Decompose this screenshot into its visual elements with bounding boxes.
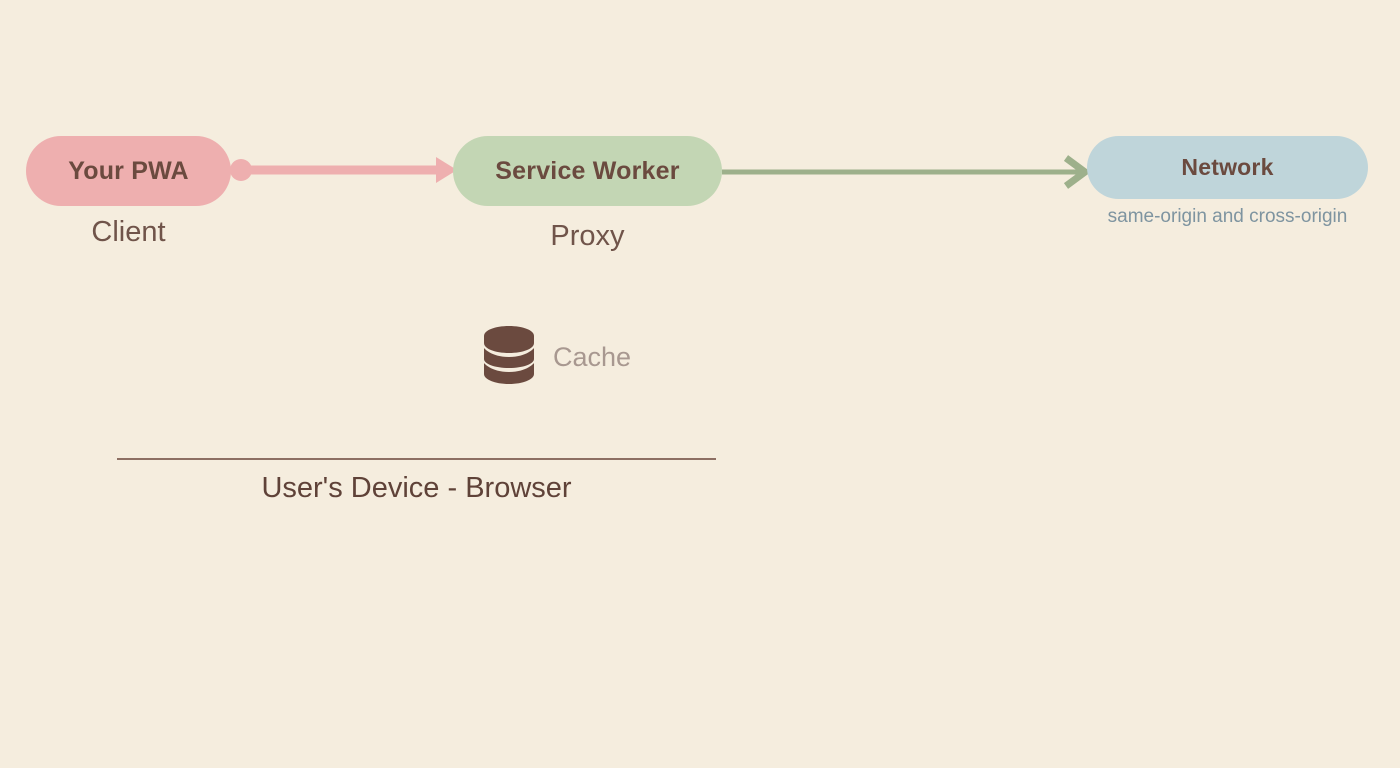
connector-service-worker-to-network xyxy=(722,155,1091,189)
node-service-worker[interactable]: Service Worker xyxy=(453,136,722,206)
device-boundary-divider xyxy=(117,458,716,460)
database-icon xyxy=(484,326,534,384)
node-network-caption: same-origin and cross-origin xyxy=(1107,206,1348,227)
node-your-pwa-label: Your PWA xyxy=(68,156,189,185)
cache-label: Cache xyxy=(553,341,632,372)
connector-start-dot-icon xyxy=(230,159,252,181)
node-network-label: Network xyxy=(1181,154,1274,180)
arrowhead-icon xyxy=(1063,155,1091,189)
cache-storage-group[interactable]: Cache xyxy=(483,326,631,388)
node-your-pwa-caption: Client xyxy=(91,216,166,248)
node-service-worker-caption: Proxy xyxy=(550,220,625,252)
node-your-pwa[interactable]: Your PWA xyxy=(26,136,231,206)
node-service-worker-label: Service Worker xyxy=(495,156,680,185)
connector-pwa-to-service-worker xyxy=(230,157,457,183)
device-boundary-label: User's Device - Browser xyxy=(261,472,572,504)
node-network[interactable]: Network xyxy=(1087,136,1368,199)
